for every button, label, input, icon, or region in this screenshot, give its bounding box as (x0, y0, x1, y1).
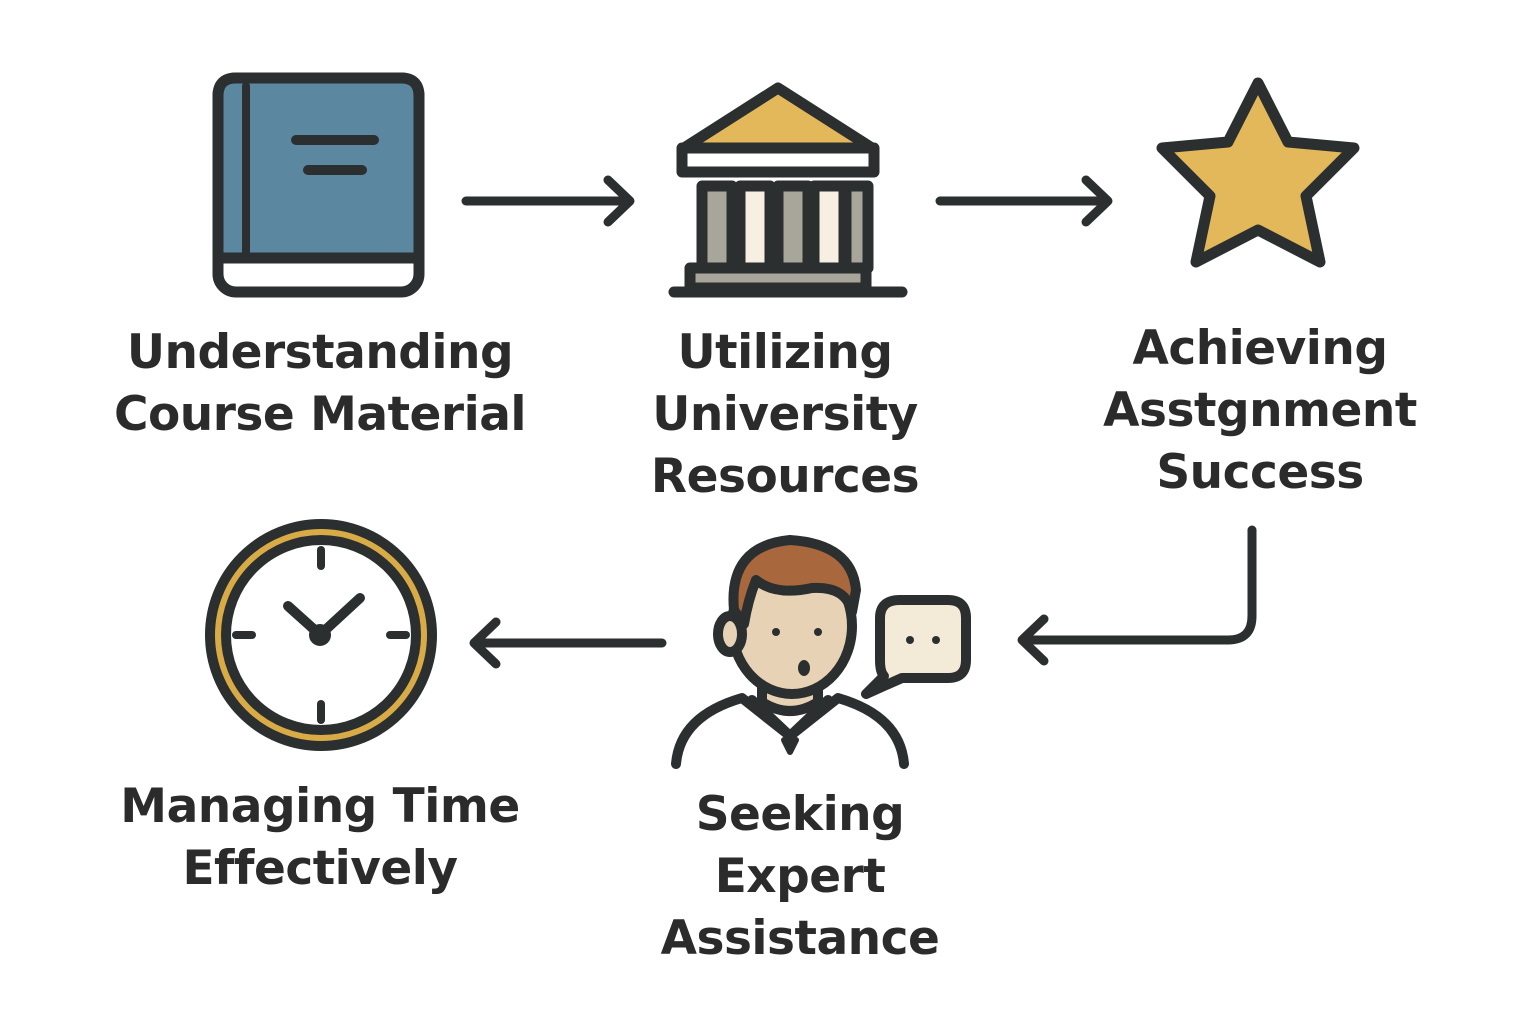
arrow-success-to-expert (1017, 525, 1257, 666)
arrow-university-to-star (935, 175, 1113, 227)
label-line: Managing Time (120, 779, 520, 834)
label-line: Utilizing (677, 325, 893, 380)
label-utilizing-university-resources: Utilizing University Resources (560, 322, 1010, 508)
arrow-expert-to-clock (469, 617, 667, 669)
label-line: Achieving (1132, 321, 1388, 376)
star-icon (1156, 77, 1360, 268)
university-building-icon (668, 82, 908, 298)
label-line: Seeking (695, 787, 905, 842)
label-line: University (652, 387, 918, 442)
arrow-book-to-university (461, 175, 635, 227)
book-icon (212, 72, 425, 298)
person-speech-bubble-icon (671, 535, 971, 769)
label-line: Course Material (113, 387, 527, 442)
label-line: Resources (650, 449, 920, 504)
label-line: Assistance (660, 911, 940, 966)
clock-icon (205, 519, 437, 751)
label-line: Success (1156, 445, 1364, 500)
label-line: Effectively (182, 841, 458, 896)
label-managing-time-effectively: Managing Time Effectively (60, 776, 580, 900)
label-achieving-assignment-success: Achieving Asstgnment Success (1030, 318, 1490, 504)
label-seeking-expert-assistance: Seeking Expert Assistance (560, 784, 1040, 970)
label-line: Asstgnment (1103, 383, 1417, 438)
label-line: Expert (714, 849, 886, 904)
label-line: Understanding (126, 325, 514, 380)
label-understanding-course-material: Understanding Course Material (60, 322, 580, 446)
